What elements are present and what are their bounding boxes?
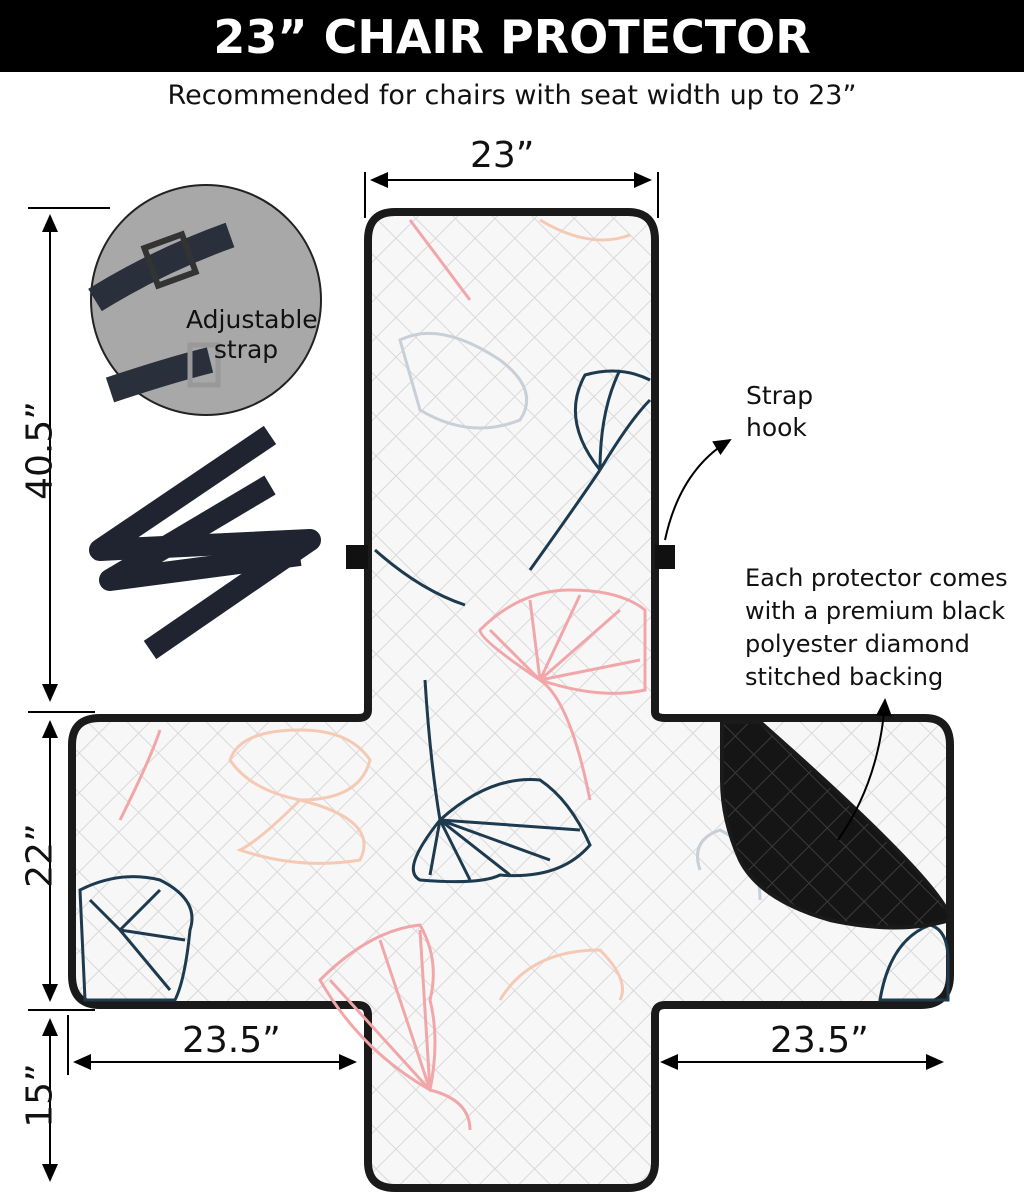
dim-front-height: 15”: [19, 1063, 61, 1128]
hook-label-line: Strap: [746, 381, 814, 410]
dim-seat-depth: 22”: [19, 823, 61, 888]
backing-line: with a premium black: [745, 597, 1006, 625]
subtitle: Recommended for chairs with seat width u…: [167, 80, 857, 111]
dim-back-height: 40.5”: [19, 401, 61, 500]
backing-description: Each protector comes with a premium blac…: [745, 562, 1008, 694]
strap-hook-right: [655, 545, 675, 569]
black-backing-flap: [720, 720, 953, 930]
strap-hook-label: Strap hook: [746, 380, 813, 444]
loose-strap: [89, 425, 321, 660]
strap-hook-left: [346, 545, 368, 569]
dim-left-arm: 23.5”: [182, 1020, 281, 1061]
adjustable-strap-inset: [88, 184, 322, 416]
dim-right-arm: 23.5”: [770, 1020, 869, 1061]
backing-line: polyester diamond: [745, 630, 970, 658]
page-title: 23” CHAIR PROTECTOR: [0, 0, 1024, 72]
hook-label-line: hook: [746, 413, 807, 442]
strap-label-line: strap: [213, 335, 279, 364]
strap-label: Adjustable strap: [186, 305, 318, 365]
ginkgo-leaves: [78, 218, 950, 1131]
strap-label-line: Adjustable: [186, 305, 318, 334]
backing-line: stitched backing: [745, 663, 944, 691]
dimension-lines: [28, 172, 944, 1182]
protector-outline: [68, 208, 954, 1192]
dim-top-width: 23”: [470, 135, 535, 176]
backing-line: Each protector comes: [745, 564, 1008, 592]
